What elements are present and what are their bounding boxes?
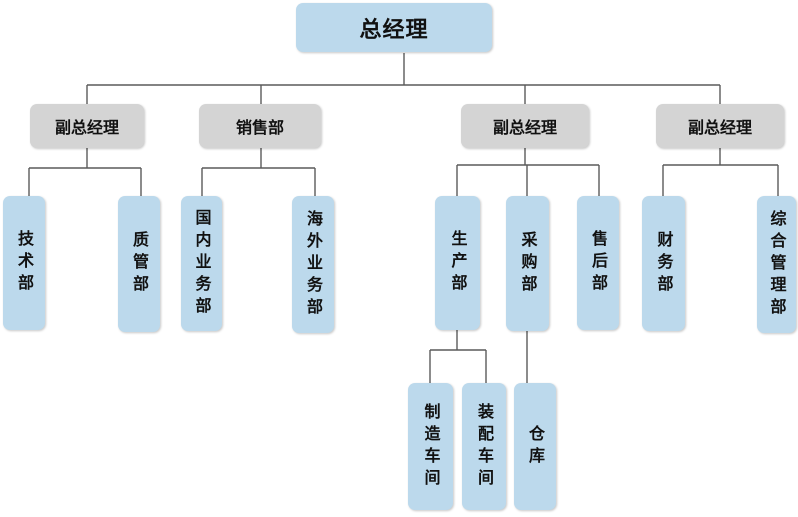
department-node-after-sales: 售后部	[577, 196, 619, 330]
vice-manager-node-1: 副总经理	[30, 104, 144, 148]
department-node-purchasing: 采购部	[506, 196, 549, 331]
department-node-general-management: 综合管理部	[757, 196, 796, 333]
workshop-node-assembly: 装配车间	[462, 383, 506, 510]
department-node-finance: 财务部	[642, 196, 685, 331]
sales-department-node: 销售部	[199, 104, 321, 148]
vice-manager-node-3: 副总经理	[656, 104, 784, 148]
department-node-domestic-business: 国内业务部	[181, 196, 222, 331]
ceo-node: 总经理	[296, 3, 492, 52]
vice-manager-node-2: 副总经理	[461, 104, 589, 148]
warehouse-node: 仓库	[514, 383, 556, 510]
workshop-node-manufacturing: 制造车间	[408, 383, 453, 510]
department-node-overseas-business: 海外业务部	[292, 196, 334, 333]
department-node-production: 生产部	[435, 196, 480, 330]
department-node-quality: 质管部	[118, 196, 160, 332]
department-node-tech: 技术部	[3, 196, 45, 330]
